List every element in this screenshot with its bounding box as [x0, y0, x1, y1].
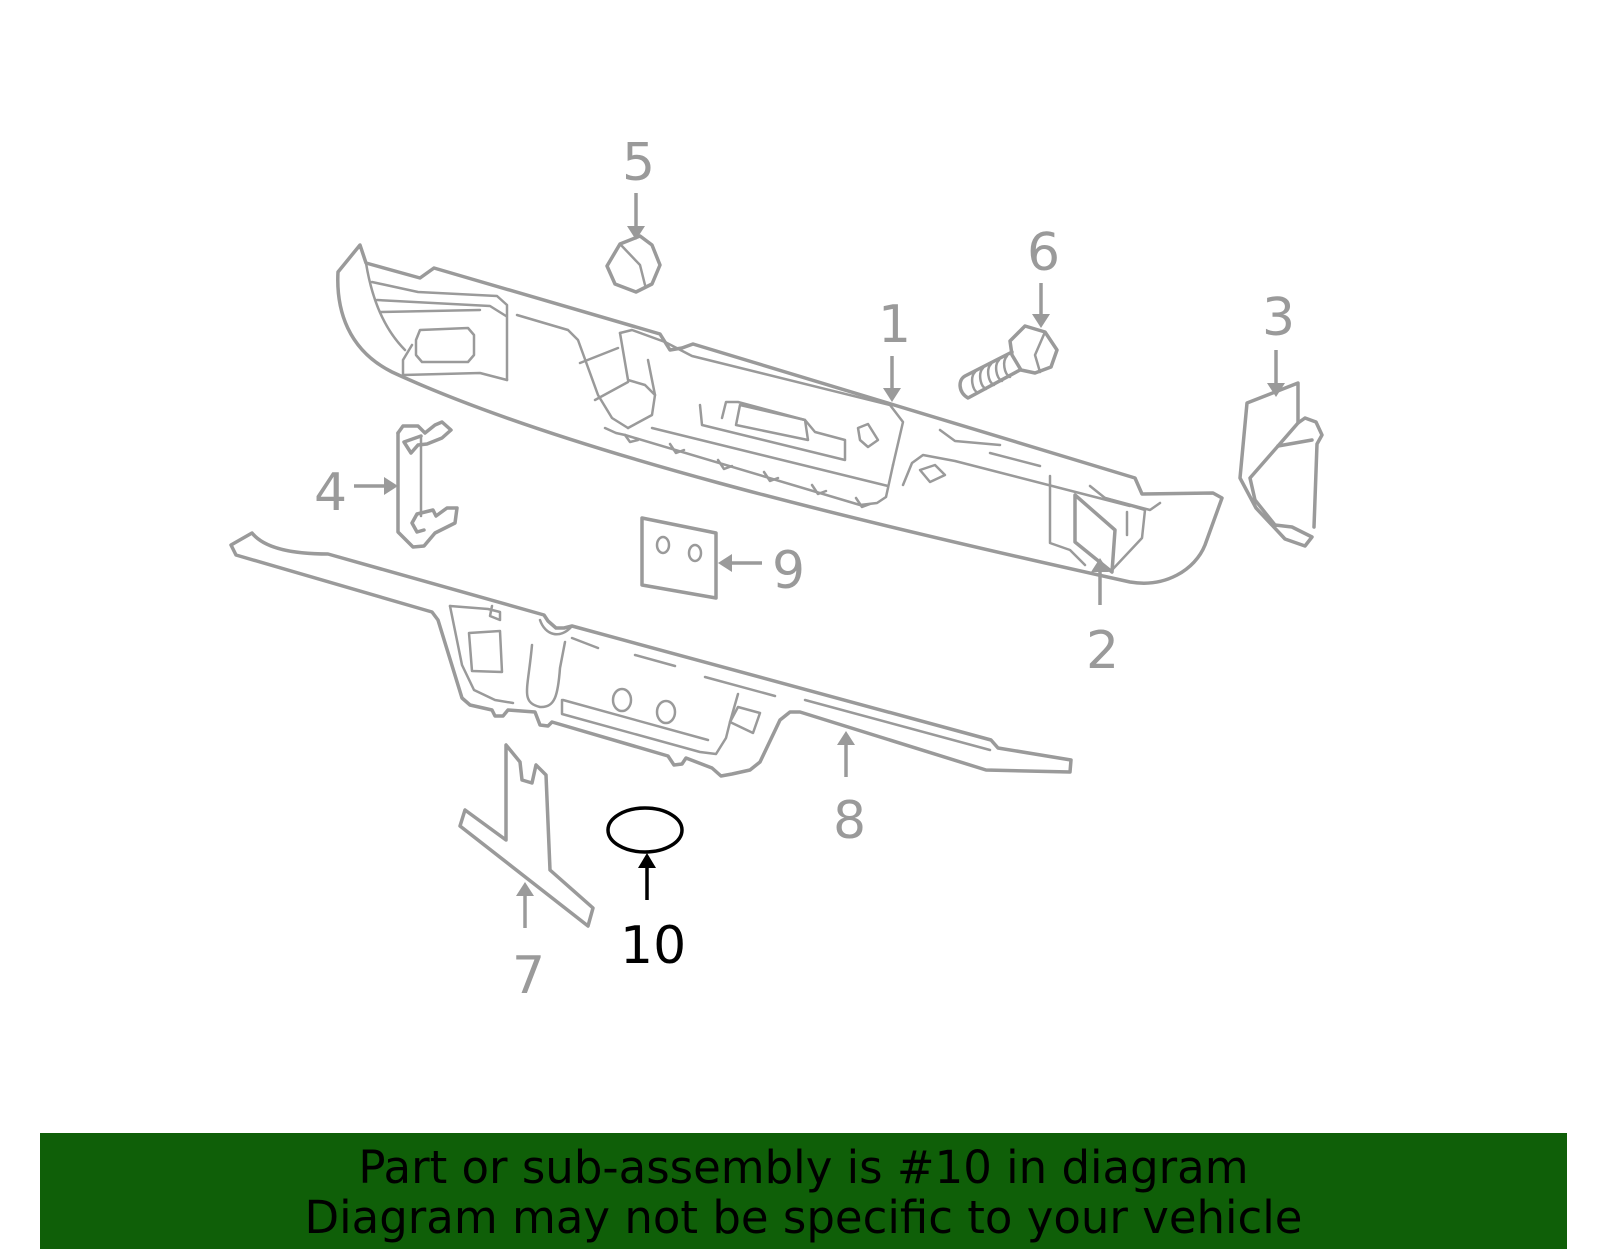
part-6-bolt[interactable] [958, 324, 1059, 400]
part-4-mount-bracket[interactable] [396, 420, 459, 549]
svg-text:3: 3 [1262, 288, 1295, 348]
callout-2: 2 [1086, 558, 1119, 681]
svg-text:2: 2 [1086, 621, 1119, 681]
part-1-bumper[interactable] [336, 243, 1224, 585]
parts-diagram: 1 2 3 4 5 6 7 8 9 10 [229, 133, 1324, 1006]
svg-text:7: 7 [512, 946, 545, 1006]
callout-1: 1 [878, 295, 911, 402]
banner-line-2: Diagram may not be specific to your vehi… [304, 1191, 1303, 1244]
callout-8: 8 [833, 731, 866, 851]
svg-text:5: 5 [622, 133, 655, 193]
part-9-plate[interactable] [640, 516, 718, 600]
callout-3: 3 [1262, 288, 1295, 397]
svg-text:1: 1 [878, 295, 911, 355]
svg-text:10: 10 [620, 916, 686, 976]
svg-text:8: 8 [833, 791, 866, 851]
part-10-ring[interactable] [606, 806, 684, 854]
svg-text:6: 6 [1027, 223, 1060, 283]
part-7-brace[interactable] [458, 743, 595, 928]
part-5-nut[interactable] [605, 234, 662, 294]
callout-4: 4 [314, 463, 398, 523]
info-banner: Part or sub-assembly is #10 in diagram D… [40, 1133, 1567, 1249]
part-3-end-bracket[interactable] [1238, 381, 1324, 548]
callout-10: 10 [620, 853, 686, 976]
callout-5: 5 [622, 133, 655, 240]
banner-line-1: Part or sub-assembly is #10 in diagram [358, 1141, 1249, 1194]
callout-7: 7 [512, 882, 545, 1006]
svg-text:9: 9 [772, 541, 805, 601]
part-8-step-pad[interactable] [229, 531, 1073, 778]
part-2-bracket[interactable] [1073, 493, 1117, 574]
callout-9: 9 [718, 541, 805, 601]
svg-text:4: 4 [314, 463, 347, 523]
callout-6: 6 [1027, 223, 1060, 328]
